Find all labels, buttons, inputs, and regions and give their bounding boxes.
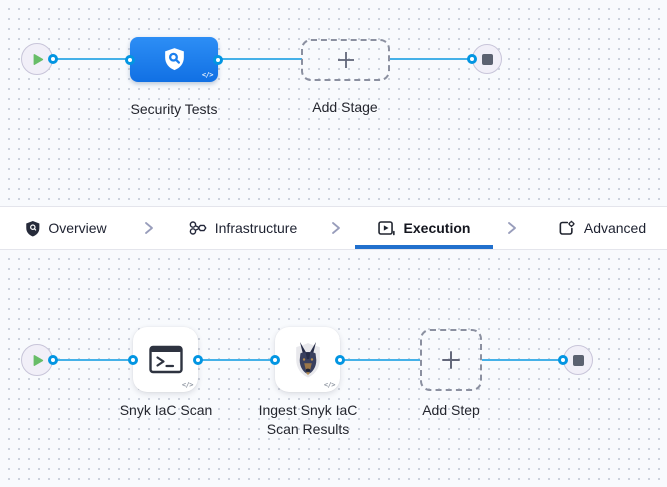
output-port[interactable] xyxy=(193,354,203,365)
play-icon xyxy=(33,53,43,65)
add-step-button[interactable] xyxy=(420,329,482,391)
output-port[interactable] xyxy=(213,54,223,65)
stage-node-security-tests[interactable]: </> xyxy=(125,37,223,82)
output-port[interactable] xyxy=(335,354,345,365)
output-port[interactable] xyxy=(48,54,58,64)
infrastructure-nodes-icon xyxy=(189,221,207,235)
tab-label: Overview xyxy=(48,220,107,236)
chevron-right-icon xyxy=(507,221,517,236)
tab-label: Infrastructure xyxy=(214,220,298,236)
security-scan-shield-icon xyxy=(164,48,184,71)
stop-icon xyxy=(572,354,584,366)
pipeline-end-node xyxy=(467,44,502,74)
tab-advanced[interactable]: Advanced xyxy=(558,207,646,249)
input-port[interactable] xyxy=(128,354,138,365)
step-connector xyxy=(482,359,563,361)
stage-tab-bar: Overview Infrastructure xyxy=(0,206,667,250)
input-port[interactable] xyxy=(270,354,280,365)
stage-label: Security Tests xyxy=(130,101,218,117)
play-icon xyxy=(33,354,43,366)
tab-label: Execution xyxy=(403,220,471,236)
input-port[interactable] xyxy=(467,54,477,64)
step-node-snyk-iac-scan[interactable]: </> xyxy=(128,327,203,392)
step-label: Snyk IaC Scan xyxy=(119,402,213,418)
stage-connector xyxy=(218,58,302,60)
output-port[interactable] xyxy=(48,355,58,365)
chevron-right-icon xyxy=(331,221,341,236)
execution-end-node xyxy=(558,345,593,375)
shield-icon xyxy=(26,220,40,236)
play-square-icon xyxy=(378,221,395,236)
tab-execution[interactable]: Execution xyxy=(378,207,471,249)
chevron-right-icon xyxy=(144,221,154,236)
add-step-label: Add Step xyxy=(422,402,480,418)
snyk-dog-icon xyxy=(295,341,320,377)
active-tab-underline xyxy=(355,245,493,249)
step-connector xyxy=(53,359,133,361)
code-badge: </> xyxy=(181,381,194,389)
execution-start-node xyxy=(21,344,58,376)
add-stage-label: Add Stage xyxy=(312,99,378,115)
gear-square-icon xyxy=(559,220,575,235)
input-port[interactable] xyxy=(558,355,568,365)
tab-label: Advanced xyxy=(583,220,647,236)
step-label: Ingest Snyk IaC Scan Results xyxy=(258,402,358,437)
input-port[interactable] xyxy=(125,54,135,65)
terminal-icon xyxy=(148,345,183,374)
add-stage-button[interactable] xyxy=(301,39,390,81)
code-badge: </> xyxy=(323,381,336,389)
stage-connector xyxy=(53,58,130,60)
plus-icon xyxy=(337,52,354,68)
pipeline-start-node xyxy=(21,43,58,75)
code-badge: </> xyxy=(201,71,214,79)
tab-infrastructure[interactable]: Infrastructure xyxy=(189,207,297,249)
stop-icon xyxy=(481,53,493,65)
stage-connector xyxy=(390,58,472,60)
tab-overview[interactable]: Overview xyxy=(25,207,107,249)
plus-icon xyxy=(442,351,460,369)
step-connector xyxy=(340,359,420,361)
step-connector xyxy=(198,359,275,361)
step-node-ingest-snyk-results[interactable]: </> xyxy=(270,327,345,392)
